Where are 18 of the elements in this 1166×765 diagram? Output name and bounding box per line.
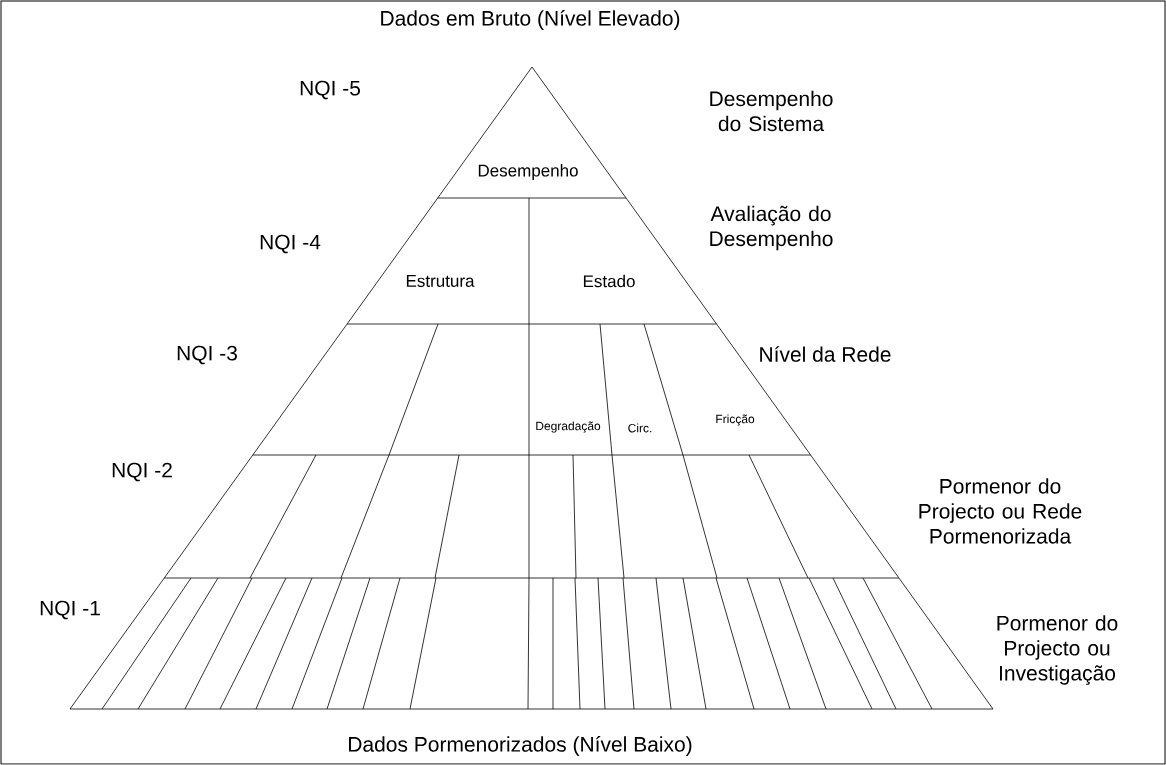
cell-label: Degradação — [536, 421, 601, 433]
level-description: Avaliação do Desempenho — [710, 205, 833, 251]
cell-label: Estado — [583, 274, 635, 288]
cell-label: Fricção — [716, 414, 755, 426]
level-label: NQI -5 — [300, 80, 360, 100]
level-label: NQI -1 — [40, 600, 100, 620]
level-description: Nível da Rede — [760, 346, 891, 362]
level-label: NQI -2 — [112, 462, 172, 482]
cell-label: Desempenho — [478, 164, 578, 180]
level-label: NQI -3 — [177, 345, 237, 365]
heading: Dados em Bruto (Nível Elevado) — [381, 10, 680, 30]
cell-label: Estrutura — [406, 275, 475, 287]
cell-label: Circ. — [628, 423, 652, 433]
level-description: Desempenho do Sistema — [710, 90, 833, 132]
level-description: Pormenor do Projecto ou Investigação — [997, 615, 1118, 685]
level-description: Pormenor do Projecto ou Rede Pormenorizada — [919, 478, 1082, 544]
caption: Dados Pormenorizados (Nível Baixo) — [349, 736, 692, 756]
level-label: NQI -4 — [260, 234, 321, 254]
